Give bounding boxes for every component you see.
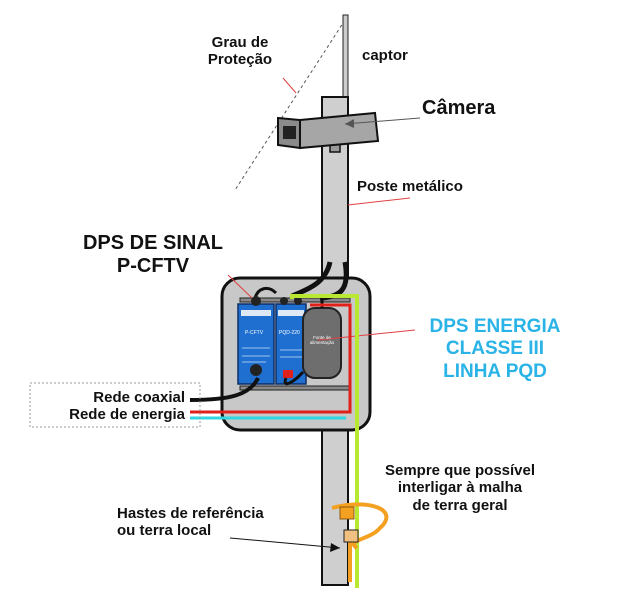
captor-label: captor xyxy=(362,47,408,64)
grau-line-1: Grau de xyxy=(211,34,269,51)
wire-red xyxy=(190,303,352,414)
sempre-line-1: Sempre que possível xyxy=(384,462,536,479)
sempre-line-2: interligar à malha xyxy=(397,479,523,497)
protection-cone-line xyxy=(234,19,346,191)
coaxial-cable xyxy=(189,377,260,402)
poste-label: Poste metálico xyxy=(357,178,463,195)
dps-sinal-line-2: P-CFTV xyxy=(116,255,190,277)
sempre-line-3: de terra geral xyxy=(412,496,508,514)
dps-energia-module xyxy=(275,297,307,385)
hastes-leader-line xyxy=(229,537,341,549)
dps-energia-line-3: LINHA PQD xyxy=(443,360,547,382)
ground-conductor xyxy=(290,294,359,588)
dps-sinal-label: DPS DE SINAL P-CFTV xyxy=(68,232,238,278)
sempre-label: Sempre que possível interligar à malha d… xyxy=(365,462,555,514)
pqd-module-text: PQD-220 xyxy=(279,330,300,336)
captor-rod xyxy=(342,14,349,101)
camera-icon xyxy=(277,111,421,153)
grau-protecao-label: Grau de Proteção xyxy=(200,34,280,69)
rede-coaxial-label: Rede coaxial xyxy=(93,389,185,406)
energia-leader-line xyxy=(317,329,416,341)
rede-energia-label: Rede de energia xyxy=(69,406,185,423)
dps-sinal-leader-line xyxy=(227,274,253,299)
dps-energia-line-1: DPS ENERGIA xyxy=(429,316,561,337)
dps-energia-label: DPS ENERGIA CLASSE III LINHA PQD xyxy=(410,316,580,383)
grau-leader-line xyxy=(282,77,297,94)
pcftv-module-text: P-CFTV xyxy=(245,330,264,336)
rede-label-frame xyxy=(29,382,201,428)
dps-sinal-line-1: DPS DE SINAL xyxy=(82,232,224,254)
camera-leader-line xyxy=(344,117,421,125)
camera-label: Câmera xyxy=(422,97,496,119)
dps-sinal-module xyxy=(237,296,275,385)
fonte-text: Fonte de alimentação xyxy=(309,335,335,346)
dps-energia-line-2: CLASSE III xyxy=(445,338,545,360)
hastes-label: Hastes de referência ou terra local xyxy=(117,505,264,540)
grau-line-2: Proteção xyxy=(207,51,273,69)
hastes-line-2: ou terra local xyxy=(117,522,212,540)
hastes-line-1: Hastes de referência xyxy=(117,505,264,522)
poste-leader-line xyxy=(347,197,411,206)
